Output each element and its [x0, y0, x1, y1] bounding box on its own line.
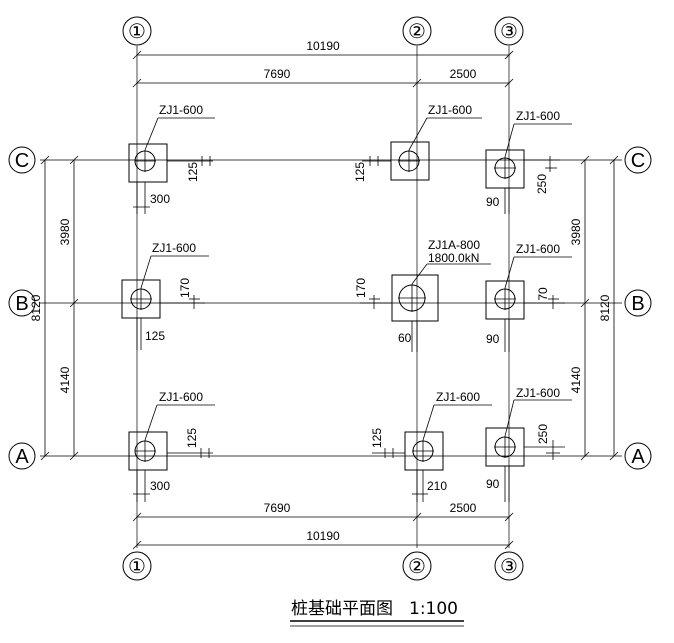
pile-label-text-c3: ZJ1-600 — [516, 109, 560, 123]
axis-bubble-top-3: ③ — [494, 16, 524, 46]
grid-lines — [40, 46, 622, 548]
offset-b2: 60 170 — [354, 278, 418, 352]
pile-label-text-b2: ZJ1A-800 — [428, 238, 480, 252]
axis-bubble-bottom-1: ① — [122, 551, 152, 581]
offset-b3: 90 70 — [486, 287, 565, 352]
drawing-scale: 1:100 — [409, 599, 458, 619]
pile-cap-c1 — [128, 143, 168, 183]
dim-right-lower: 4140 — [569, 366, 583, 393]
axis-bubble-right-b: B — [624, 289, 652, 317]
axis-label-a-right: A — [631, 446, 645, 468]
pile-cap-c3 — [485, 149, 525, 189]
offset-b1-y: 170 — [178, 278, 192, 298]
offset-b3-y: 70 — [536, 287, 550, 301]
dim-left-upper: 3980 — [58, 218, 72, 245]
pile-cap-b1 — [121, 279, 161, 319]
axis-bubble-left-c: C — [8, 146, 36, 174]
offset-c3: 90 250 — [486, 156, 560, 214]
offset-a3: 90 250 — [486, 424, 565, 502]
axis-label-b-right: B — [631, 293, 644, 315]
dimension-top: 10190 7690 2500 — [132, 39, 514, 88]
axis-label-c: C — [15, 150, 29, 172]
pile-label-c3: ZJ1-600 — [504, 109, 572, 158]
dim-bottom-right: 2500 — [450, 501, 477, 515]
axis-label-1-bottom: ① — [128, 556, 146, 578]
axis-label-1: ① — [128, 21, 146, 43]
axis-label-b: B — [15, 293, 28, 315]
axis-bubble-top-1: ① — [122, 16, 152, 46]
pile-label-text-b3: ZJ1-600 — [516, 242, 560, 256]
dim-right-upper: 3980 — [569, 218, 583, 245]
offset-c1: 300 125 — [133, 156, 213, 214]
dim-left-total: 8120 — [29, 294, 43, 321]
pile-label-a2: ZJ1-600 — [422, 390, 492, 441]
axis-label-2: ② — [408, 21, 426, 43]
pile-label-a1: ZJ1-600 — [144, 390, 215, 441]
pile-label-text-a2: ZJ1-600 — [436, 390, 480, 404]
offset-c1-y: 125 — [186, 162, 200, 182]
pile-label-text-a1: ZJ1-600 — [159, 390, 203, 404]
pile-cap-a2 — [404, 431, 444, 471]
axis-label-3-bottom: ③ — [500, 556, 518, 578]
drawing-title-block: 桩基础平面图 1:100 — [290, 599, 464, 627]
pile-label-b1: ZJ1-600 — [140, 241, 209, 289]
axis-label-a: A — [15, 446, 29, 468]
offset-b2-y: 170 — [354, 278, 368, 298]
dimension-bottom: 7690 2500 10190 — [132, 501, 514, 550]
offset-a2-x: 210 — [427, 479, 447, 493]
axis-bubble-bottom-3: ③ — [494, 551, 524, 581]
offset-c2-y: 125 — [353, 162, 367, 182]
pile-load-b2: 1800.0kN — [428, 251, 479, 265]
pile-cap-a1 — [128, 431, 168, 471]
pile-cap-a3 — [485, 427, 525, 467]
axis-label-c-right: C — [631, 150, 645, 172]
offset-a2-y: 125 — [370, 428, 384, 448]
offset-c3-y: 250 — [535, 174, 549, 194]
dim-bottom-total: 10190 — [306, 529, 340, 543]
dim-left-lower: 4140 — [58, 366, 72, 393]
dim-top-right: 2500 — [450, 67, 477, 81]
axis-bubble-bottom-2: ② — [402, 551, 432, 581]
offset-c1-x: 300 — [150, 192, 170, 206]
offset-c3-x: 90 — [486, 195, 500, 209]
dim-top-left: 7690 — [264, 67, 291, 81]
axis-label-3: ③ — [500, 21, 518, 43]
offset-a3-y: 250 — [536, 424, 550, 444]
axis-label-2-bottom: ② — [408, 556, 426, 578]
axis-bubble-left-b: B — [8, 289, 36, 317]
dim-bottom-left: 7690 — [264, 501, 291, 515]
pile-label-c2: ZJ1-600 — [408, 103, 482, 151]
offset-a1-x: 300 — [150, 479, 170, 493]
dim-right-total: 8120 — [598, 294, 612, 321]
axis-bubble-top-2: ② — [402, 16, 432, 46]
pile-label-c1: ZJ1-600 — [144, 103, 215, 151]
dim-top-total: 10190 — [306, 39, 340, 53]
pile-label-b2: ZJ1A-800 1800.0kN — [411, 238, 491, 285]
offset-b2-x: 60 — [398, 331, 412, 345]
pile-label-text-c2: ZJ1-600 — [428, 103, 472, 117]
offset-b1: 125 170 — [136, 278, 205, 350]
pile-label-b3: ZJ1-600 — [504, 242, 572, 289]
axis-bubble-right-c: C — [624, 146, 652, 174]
offset-a3-x: 90 — [486, 477, 500, 491]
offset-a1-y: 125 — [185, 428, 199, 448]
dimension-left: 8120 3980 4140 — [29, 155, 79, 461]
pile-label-text-b1: ZJ1-600 — [152, 241, 196, 255]
offset-c2: 125 — [353, 156, 391, 182]
pile-label-a3: ZJ1-600 — [504, 386, 572, 437]
pile-cap-b2 — [391, 274, 439, 322]
pile-label-text-c1: ZJ1-600 — [159, 103, 203, 117]
pile-label-text-a3: ZJ1-600 — [516, 386, 560, 400]
axis-bubble-left-a: A — [8, 442, 36, 470]
offset-b1-x: 125 — [145, 329, 165, 343]
offset-a2: 210 125 — [370, 428, 447, 502]
axis-bubble-right-a: A — [624, 442, 652, 470]
offset-b3-x: 90 — [486, 332, 500, 346]
drawing-title: 桩基础平面图 — [291, 599, 393, 619]
dimension-right: 3980 4140 8120 — [569, 155, 619, 461]
offset-a1: 300 125 — [133, 428, 213, 502]
